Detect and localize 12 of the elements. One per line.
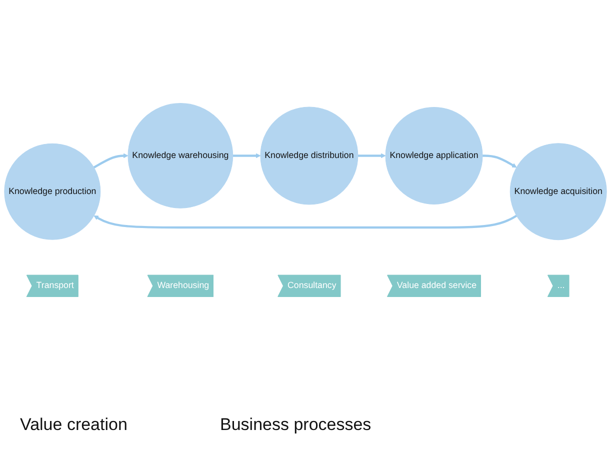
arrow	[93, 153, 128, 168]
arrow	[94, 214, 518, 229]
node-circle: Knowledge production	[4, 143, 101, 240]
text-label: Business processes	[220, 415, 372, 435]
arrow	[232, 153, 261, 158]
node-circle: Knowledge acquisition	[510, 143, 607, 240]
node-circle: Knowledge warehousing	[128, 103, 234, 208]
arrow	[358, 153, 386, 158]
node-circle: Knowledge application	[385, 106, 483, 204]
text-label: Value creation	[20, 415, 128, 435]
node-circle: Knowledge distribution	[260, 106, 358, 205]
arrow	[482, 154, 517, 168]
